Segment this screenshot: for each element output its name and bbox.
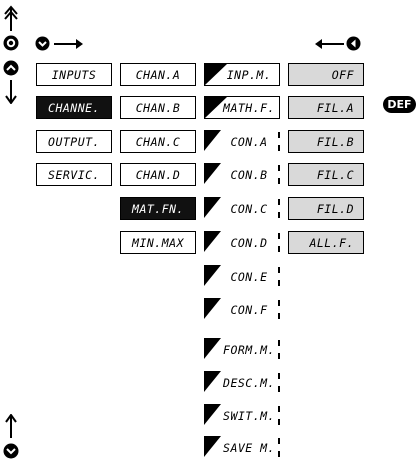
option-all-f[interactable]: ALL.F. <box>288 231 364 254</box>
right-arrow-icon <box>54 39 83 49</box>
menu-item-inputs[interactable]: INPUTS <box>36 63 112 86</box>
menu-item-form-m[interactable]: FORM.M. <box>204 338 280 361</box>
menu-item-min-max[interactable]: MIN.MAX <box>120 231 196 254</box>
left-arrow-icon <box>315 39 344 49</box>
menu-item-con-e[interactable]: CON.E <box>204 265 280 288</box>
down-button-icon[interactable] <box>35 36 50 51</box>
menu-item-desc-m[interactable]: DESC.M. <box>204 371 280 394</box>
def-label: DEF <box>387 98 412 111</box>
option-off[interactable]: OFF <box>288 63 364 86</box>
up-arrow-icon-bottom <box>5 414 17 438</box>
up-arrow-icon <box>4 5 18 31</box>
option-fil-c[interactable]: FIL.C <box>288 163 364 186</box>
option-fil-a[interactable]: FIL.A <box>288 96 364 119</box>
menu-item-con-c[interactable]: CON.C <box>204 197 280 220</box>
menu-item-con-b[interactable]: CON.B <box>204 163 280 186</box>
menu-item-swit-m[interactable]: SWIT.M. <box>204 404 280 427</box>
left-button-icon[interactable] <box>346 36 361 51</box>
def-badge: DEF <box>383 96 416 113</box>
up-button-icon[interactable] <box>3 60 19 76</box>
menu-item-input-mode[interactable]: INP.M. <box>204 63 280 86</box>
menu-item-channels[interactable]: CHANNE. <box>36 96 112 119</box>
menu-item-math-f[interactable]: MATH.F. <box>204 96 280 119</box>
menu-item-con-f[interactable]: CON.F <box>204 298 280 321</box>
down-arrow-icon <box>5 80 17 104</box>
menu-item-service[interactable]: SERVIC. <box>36 163 112 186</box>
menu-item-chan-d[interactable]: CHAN.D <box>120 163 196 186</box>
option-fil-b[interactable]: FIL.B <box>288 130 364 153</box>
menu-item-chan-a[interactable]: CHAN.A <box>120 63 196 86</box>
down-button-icon-bottom[interactable] <box>3 443 19 459</box>
menu-item-con-d[interactable]: CON.D <box>204 231 280 254</box>
menu-item-chan-b[interactable]: CHAN.B <box>120 96 196 119</box>
menu-item-math-functions[interactable]: MAT.FN. <box>120 197 196 220</box>
option-fil-d[interactable]: FIL.D <box>288 197 364 220</box>
enter-button-icon[interactable] <box>3 35 19 51</box>
menu-item-save-m[interactable]: SAVE M. <box>204 436 280 459</box>
menu-item-con-a[interactable]: CON.A <box>204 130 280 153</box>
menu-item-chan-c[interactable]: CHAN.C <box>120 130 196 153</box>
menu-item-outputs[interactable]: OUTPUT. <box>36 130 112 153</box>
